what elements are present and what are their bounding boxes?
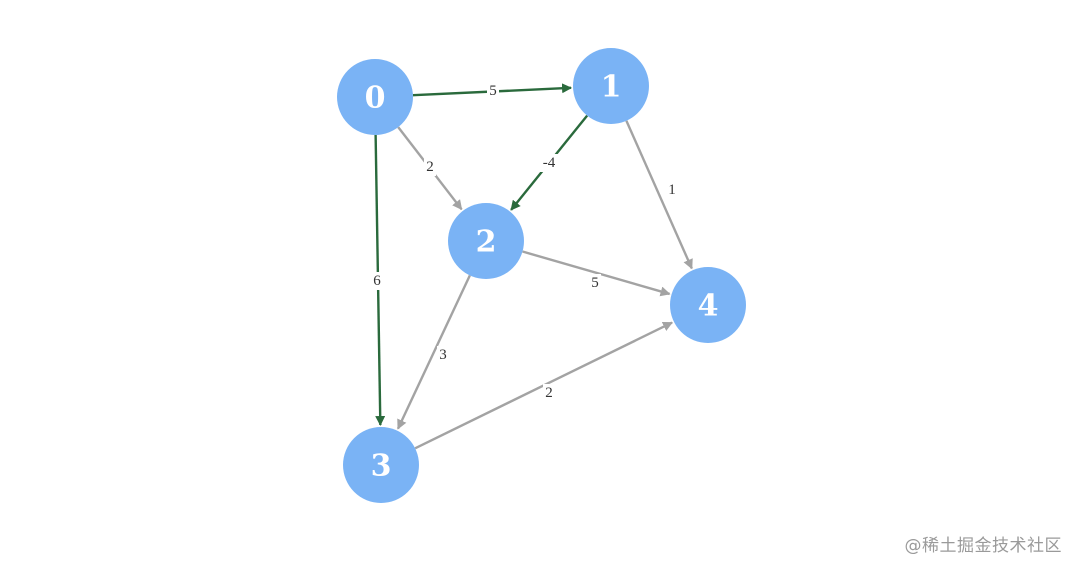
node-1: 1 xyxy=(573,48,649,124)
edge-2-to-3 xyxy=(396,274,471,430)
node-4: 4 xyxy=(670,267,746,343)
edge-weight-1-to-2: -4 xyxy=(543,155,556,171)
node-circle xyxy=(670,267,746,343)
edge-label-background xyxy=(543,384,555,402)
edge-label-background xyxy=(666,181,678,199)
edge-weight-0-to-2: 2 xyxy=(426,159,434,175)
node-label: 3 xyxy=(371,449,392,484)
node-label: 1 xyxy=(601,70,622,105)
watermark: @稀土掘金技术社区 xyxy=(904,536,1062,556)
edge-1-to-4 xyxy=(625,120,693,270)
edge-weight-3-to-4: 2 xyxy=(545,385,553,401)
edge-label-background xyxy=(589,274,601,292)
edge-label-background xyxy=(487,82,499,100)
edge-label-background xyxy=(424,158,436,176)
edge-labels-layer: 5 2 6 -4 1 5 3 2 xyxy=(371,82,678,402)
edge-weight-0-to-3: 6 xyxy=(373,273,381,289)
nodes-layer: 0 1 2 3 4 xyxy=(337,48,746,503)
node-2: 2 xyxy=(448,203,524,279)
node-0: 0 xyxy=(337,59,413,135)
node-circle xyxy=(343,427,419,503)
edge-label-background xyxy=(371,272,383,290)
node-label: 0 xyxy=(365,81,386,116)
edge-weight-0-to-1: 5 xyxy=(489,83,497,99)
node-circle xyxy=(448,203,524,279)
node-3: 3 xyxy=(343,427,419,503)
edge-weight-2-to-4: 5 xyxy=(591,275,599,291)
node-circle xyxy=(573,48,649,124)
node-label: 4 xyxy=(698,289,719,324)
edge-2-to-4 xyxy=(522,250,671,297)
edge-label-background xyxy=(539,154,559,172)
edge-weight-2-to-3: 3 xyxy=(439,347,447,363)
node-label: 2 xyxy=(476,225,497,260)
edge-label-background xyxy=(437,346,449,364)
edges-layer xyxy=(374,83,693,450)
node-circle xyxy=(337,59,413,135)
edge-weight-1-to-4: 1 xyxy=(668,182,676,198)
